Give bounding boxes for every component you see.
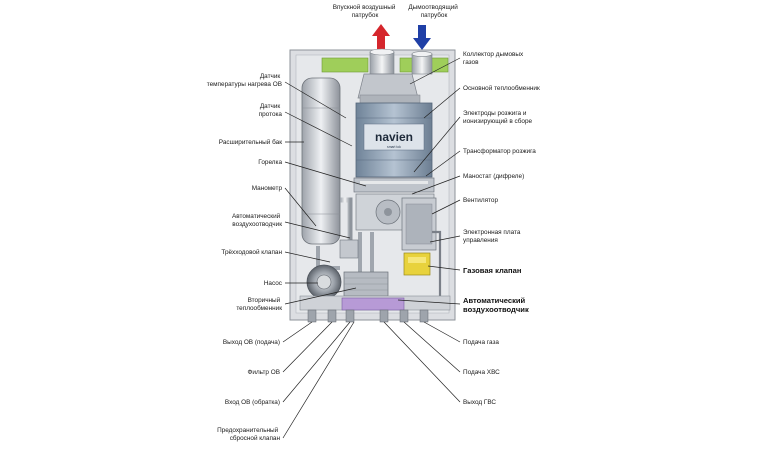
pump [306, 264, 342, 300]
label-control-board: Электронная плата управления [463, 229, 522, 244]
brand-tagline: smart tok [387, 145, 401, 149]
label-auto-air-vent-left: Автоматический воздухоотводчик [232, 212, 282, 228]
gas-valve [403, 252, 431, 276]
label-hot-water-outlet: Выход ГВС [463, 399, 496, 406]
flue-collector [357, 73, 421, 104]
expansion-tank [301, 77, 341, 245]
label-flue-collector: Коллектор дымовых газов [463, 51, 525, 66]
label-ignition-transformer: Трансформатор розжига [463, 148, 536, 155]
label-manometer: Манометр [252, 185, 283, 192]
label-gas-supply: Подача газа [463, 339, 499, 346]
bottom-plate [299, 295, 451, 311]
label-ignition-electrodes: Электроды розжига и ионизирующий в сборе [463, 110, 533, 125]
label-pump: Насос [264, 280, 283, 287]
air-intake-label: Впускной воздушный патрубок [333, 3, 397, 19]
label-gas-valve: Газовая клапан [463, 266, 522, 275]
label-flow-temp-sensor: Датчик температуры нагрева ОВ [207, 73, 282, 88]
label-burner: Горелка [258, 159, 282, 166]
label-heating-return: Вход ОВ (обратка) [225, 398, 280, 406]
label-expansion-tank: Расширительный бак [219, 138, 282, 146]
flue-pipes [369, 48, 433, 75]
label-pressure-switch: Маностат (дифреле) [463, 173, 524, 180]
label-safety-relief-valve: Предохранительный сбросной клапан [217, 426, 280, 442]
burner [353, 177, 435, 193]
main-heat-exchanger: navien smart tok [355, 102, 433, 178]
label-auto-air-vent-right: Автоматический воздухоотводчик [463, 296, 529, 314]
label-flow-sensor: Датчик протока [259, 103, 283, 118]
label-heating-outlet: Выход ОВ (подача) [223, 339, 280, 346]
leader-lines [282, 57, 461, 439]
label-cold-water-supply: Подача ХВС [463, 369, 500, 376]
air-intake-arrow [372, 24, 390, 51]
secondary-heat-exchanger [343, 271, 389, 297]
label-main-heat-exchanger: Основной теплообменник [463, 84, 540, 92]
control-board [401, 197, 437, 251]
gas-pipe [432, 230, 442, 300]
flue-outlet-label: Дымоотводящий патрубок [408, 3, 459, 19]
label-fan: Вентилятор [463, 197, 498, 204]
flue-outlet-arrow [413, 25, 431, 50]
label-heating-filter: Фильтр ОВ [248, 369, 280, 376]
label-three-way-valve: Трёхходовой клапан [221, 248, 282, 256]
label-secondary-heat-exchanger: Вторичный теплообменник [236, 296, 282, 312]
brand-logo: navien [375, 130, 413, 144]
